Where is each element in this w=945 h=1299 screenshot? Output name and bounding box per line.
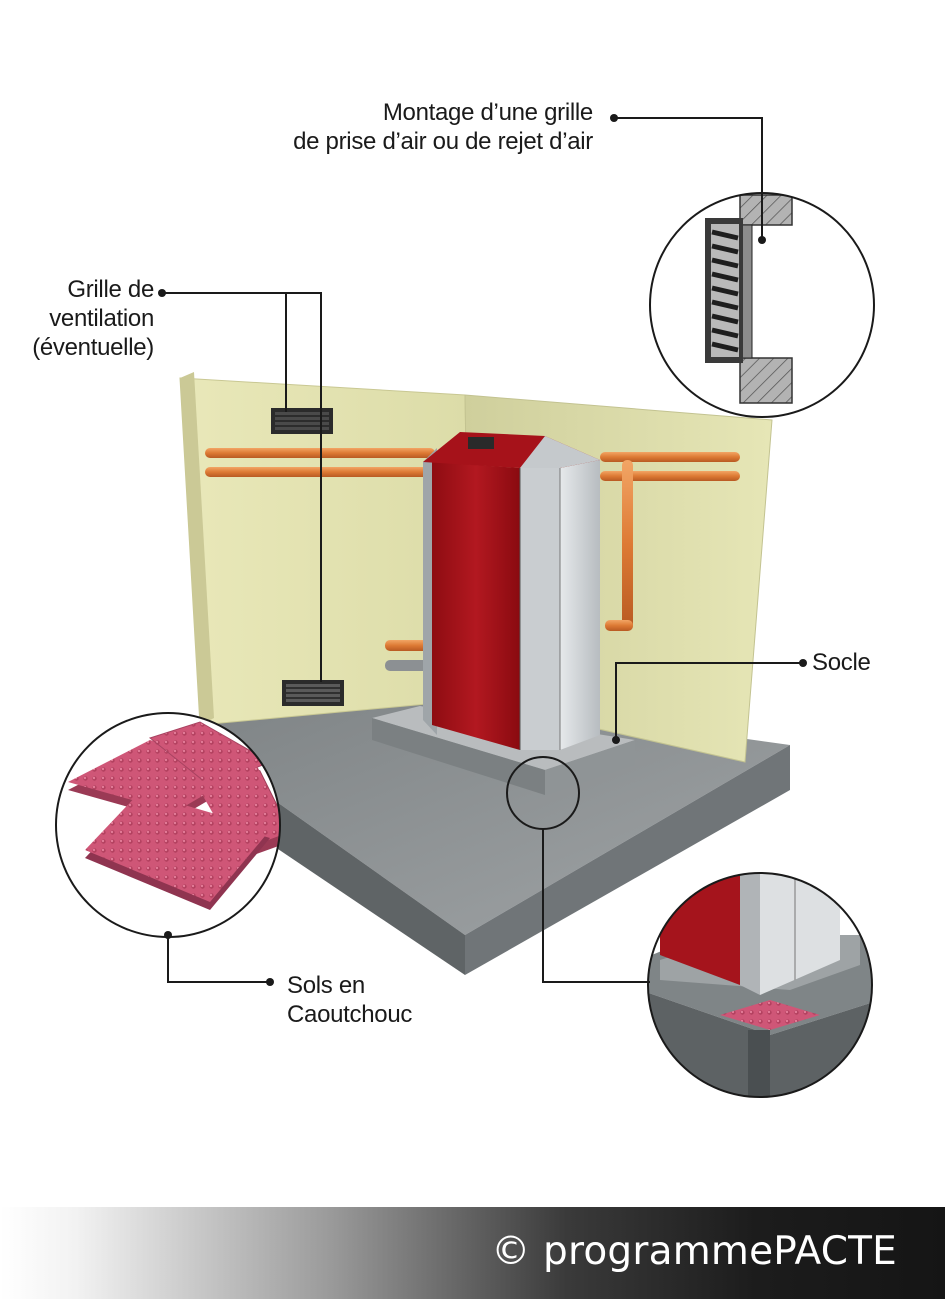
- label-grille-mounting-line-2: de prise d’air ou de rejet d’air: [293, 128, 593, 155]
- label-plinth-text: Socle: [812, 649, 871, 676]
- label-rubber-floor-line-2: Caoutchouc: [287, 1001, 413, 1028]
- leader-dots: [158, 114, 807, 986]
- leader-lines: [162, 117, 803, 983]
- footer-banner: © programmePACTE: [0, 1207, 945, 1299]
- label-ventilation-grille-line-3: (éventuelle): [32, 334, 154, 361]
- label-rubber-floor: Sols en Caoutchouc: [287, 971, 412, 1029]
- label-ventilation-grille-line-2: ventilation: [49, 305, 154, 332]
- label-grille-mounting-line-1: Montage d’une grille: [382, 99, 593, 126]
- plinth-side-right: [545, 740, 635, 795]
- pipe-stub-lower: [385, 660, 430, 671]
- label-grille-mounting: Montage d’une grille de prise d’air ou d…: [293, 98, 593, 156]
- label-ventilation-grille: Grille de ventilation (éventuelle): [32, 275, 154, 362]
- heat-pump-unit: [423, 432, 600, 750]
- pipe-lower-right: [600, 471, 740, 481]
- wall-left-edge: [180, 372, 214, 725]
- label-ventilation-grille-line-1: Grille de: [67, 276, 154, 303]
- plinth-side-left: [372, 718, 545, 795]
- floor-slab-side-left: [260, 790, 465, 975]
- floor-slab-side-right: [465, 745, 790, 975]
- label-rubber-floor-line-1: Sols en: [287, 972, 365, 999]
- ventilation-grille-lower: [282, 680, 344, 706]
- floor-slab-top: [200, 700, 790, 935]
- pipe-upper-right: [600, 452, 740, 462]
- label-plinth: Socle: [812, 648, 871, 677]
- copyright-text: © programmePACTE: [491, 1229, 897, 1274]
- detail-plinth-section: [647, 872, 873, 1098]
- pipe-vertical-right: [622, 460, 633, 630]
- pipe-elbow-right: [605, 620, 633, 631]
- ventilation-grille-upper: [271, 408, 333, 434]
- pipe-stub-upper: [385, 640, 430, 651]
